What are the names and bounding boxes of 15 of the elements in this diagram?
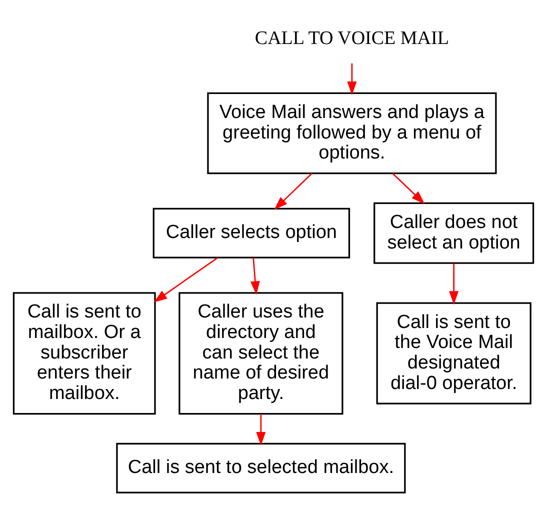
arrow	[250, 257, 260, 294]
arrow	[392, 172, 425, 204]
arrow	[256, 414, 266, 446]
node-box: Call is sent to mailbox. Or a subscriber enters their mailbox.	[12, 292, 156, 414]
arrow	[449, 263, 459, 304]
node-box: Caller selects option	[152, 207, 350, 258]
arrow	[154, 256, 218, 302]
node-text: CALL TO VOICE MAIL	[254, 27, 449, 48]
arrow	[347, 62, 357, 95]
node-box: Call is sent to selected mailbox.	[116, 442, 406, 493]
node-box: Caller does not select an option	[374, 202, 534, 264]
node-box: Voice Mail answers and plays a greeting followed by a menu of options.	[207, 92, 497, 174]
arrow	[274, 172, 312, 210]
node-box: Caller uses the directory and can select the name of desired party.	[178, 292, 344, 414]
node-box: Call is sent to the Voice Mail designated dial-0 operator.	[376, 302, 532, 404]
